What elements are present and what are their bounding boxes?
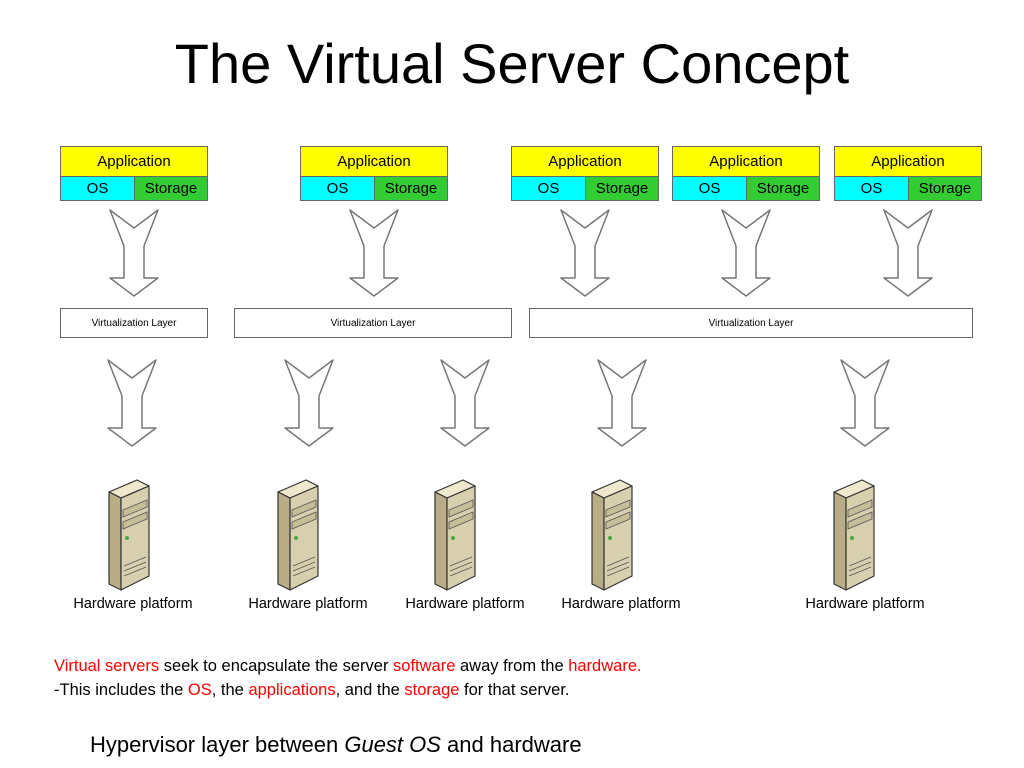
highlight-virtual-servers: Virtual servers	[54, 657, 160, 675]
application-box: Application	[60, 146, 208, 177]
app-stack-5: Application OS Storage	[834, 146, 982, 201]
application-box: Application	[834, 146, 982, 177]
server-icon	[434, 479, 476, 591]
down-arrow-icon	[107, 359, 157, 447]
storage-box: Storage	[746, 176, 820, 201]
virtualization-layer-2: Virtualization Layer	[234, 308, 512, 338]
hardware-platform-label: Hardware platform	[805, 596, 925, 612]
server-icon	[591, 479, 633, 591]
hardware-platform-label: Hardware platform	[405, 596, 525, 612]
hardware-platform-label: Hardware platform	[73, 596, 193, 612]
down-arrow-icon	[840, 359, 890, 447]
highlight-storage: storage	[404, 681, 460, 699]
app-stack-3: Application OS Storage	[511, 146, 659, 201]
down-arrow-icon	[597, 359, 647, 447]
down-arrow-icon	[440, 359, 490, 447]
server-icon	[108, 479, 150, 591]
down-arrow-icon	[883, 209, 933, 297]
os-box: OS	[60, 176, 135, 201]
highlight-applications: applications	[248, 681, 336, 699]
storage-box: Storage	[908, 176, 982, 201]
storage-box: Storage	[585, 176, 659, 201]
os-box: OS	[672, 176, 747, 201]
app-stack-2: Application OS Storage	[300, 146, 448, 201]
hardware-platform-label: Hardware platform	[248, 596, 368, 612]
caption-text: for that server.	[459, 681, 570, 699]
storage-box: Storage	[134, 176, 208, 201]
caption-text: , and the	[335, 681, 405, 699]
application-box: Application	[511, 146, 659, 177]
virtualization-layer-1: Virtualization Layer	[60, 308, 208, 338]
caption-line-1: Virtual servers seek to encapsulate the …	[54, 654, 974, 678]
note-guest-os: Guest OS	[344, 732, 441, 757]
os-box: OS	[511, 176, 586, 201]
storage-box: Storage	[374, 176, 448, 201]
os-box: OS	[834, 176, 909, 201]
down-arrow-icon	[109, 209, 159, 297]
os-box: OS	[300, 176, 375, 201]
caption-text: , the	[211, 681, 249, 699]
caption-text: away from the	[455, 657, 569, 675]
highlight-os: OS	[187, 681, 212, 699]
caption-text: seek to encapsulate the server	[159, 657, 394, 675]
highlight-software: software	[393, 657, 456, 675]
down-arrow-icon	[721, 209, 771, 297]
caption: Virtual servers seek to encapsulate the …	[54, 654, 974, 702]
highlight-hardware: hardware.	[568, 657, 642, 675]
caption-text: -This includes the	[54, 681, 188, 699]
note-text: Hypervisor layer between	[90, 732, 345, 757]
note-text: and hardware	[440, 732, 582, 757]
down-arrow-icon	[560, 209, 610, 297]
application-box: Application	[300, 146, 448, 177]
hypervisor-note: Hypervisor layer between Guest OS and ha…	[90, 732, 990, 758]
app-stack-1: Application OS Storage	[60, 146, 208, 201]
server-icon	[833, 479, 875, 591]
server-icon	[277, 479, 319, 591]
virtualization-layer-3: Virtualization Layer	[529, 308, 973, 338]
slide-title: The Virtual Server Concept	[174, 32, 850, 95]
hardware-platform-label: Hardware platform	[561, 596, 681, 612]
app-stack-4: Application OS Storage	[672, 146, 820, 201]
down-arrow-icon	[284, 359, 334, 447]
caption-line-2: -This includes the OS, the applications,…	[54, 678, 974, 702]
down-arrow-icon	[349, 209, 399, 297]
application-box: Application	[672, 146, 820, 177]
